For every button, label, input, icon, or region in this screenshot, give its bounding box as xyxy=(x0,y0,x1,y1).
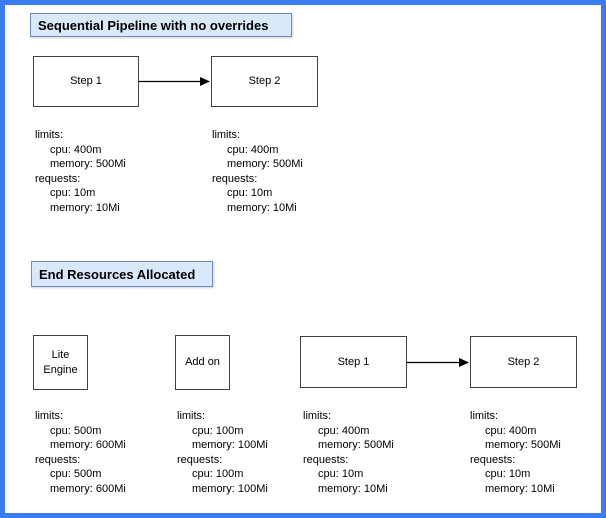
node-label: Lite Engine xyxy=(43,348,78,376)
resources-add-on: limits: cpu: 100m memory: 100Mi requests… xyxy=(177,410,268,495)
node-step2-top: Step 2 xyxy=(211,56,318,107)
resources-step2-bottom: limits: cpu: 400m memory: 500Mi requests… xyxy=(470,410,561,495)
node-label: Step 2 xyxy=(507,355,540,368)
resources-lite-engine: limits: cpu: 500m memory: 600Mi requests… xyxy=(35,410,126,495)
node-label: Step 2 xyxy=(248,75,281,87)
node-step2-bottom: Step 2 xyxy=(470,336,577,388)
node-step1-top: Step 1 xyxy=(33,56,139,107)
section-title-end-resources: End Resources Allocated xyxy=(31,261,213,287)
node-label: Step 1 xyxy=(337,355,370,368)
section-title-text: End Resources Allocated xyxy=(39,266,196,282)
node-step1-bottom: Step 1 xyxy=(300,336,407,388)
resources-step2-top: limits: cpu: 400m memory: 500Mi requests… xyxy=(212,129,303,214)
section-title-text: Sequential Pipeline with no overrides xyxy=(38,17,269,33)
arrow-step1-to-step2-top xyxy=(139,77,210,86)
node-add-on: Add on xyxy=(175,335,230,390)
node-label: Step 1 xyxy=(70,75,102,87)
resources-step1-top: limits: cpu: 400m memory: 500Mi requests… xyxy=(35,129,126,214)
section-title-sequential-pipeline: Sequential Pipeline with no overrides xyxy=(30,13,292,37)
arrow-step1-to-step2-bottom xyxy=(407,358,469,367)
resources-step1-bottom: limits: cpu: 400m memory: 500Mi requests… xyxy=(303,410,394,495)
node-label: Add on xyxy=(185,356,220,368)
node-lite-engine: Lite Engine xyxy=(33,335,88,390)
